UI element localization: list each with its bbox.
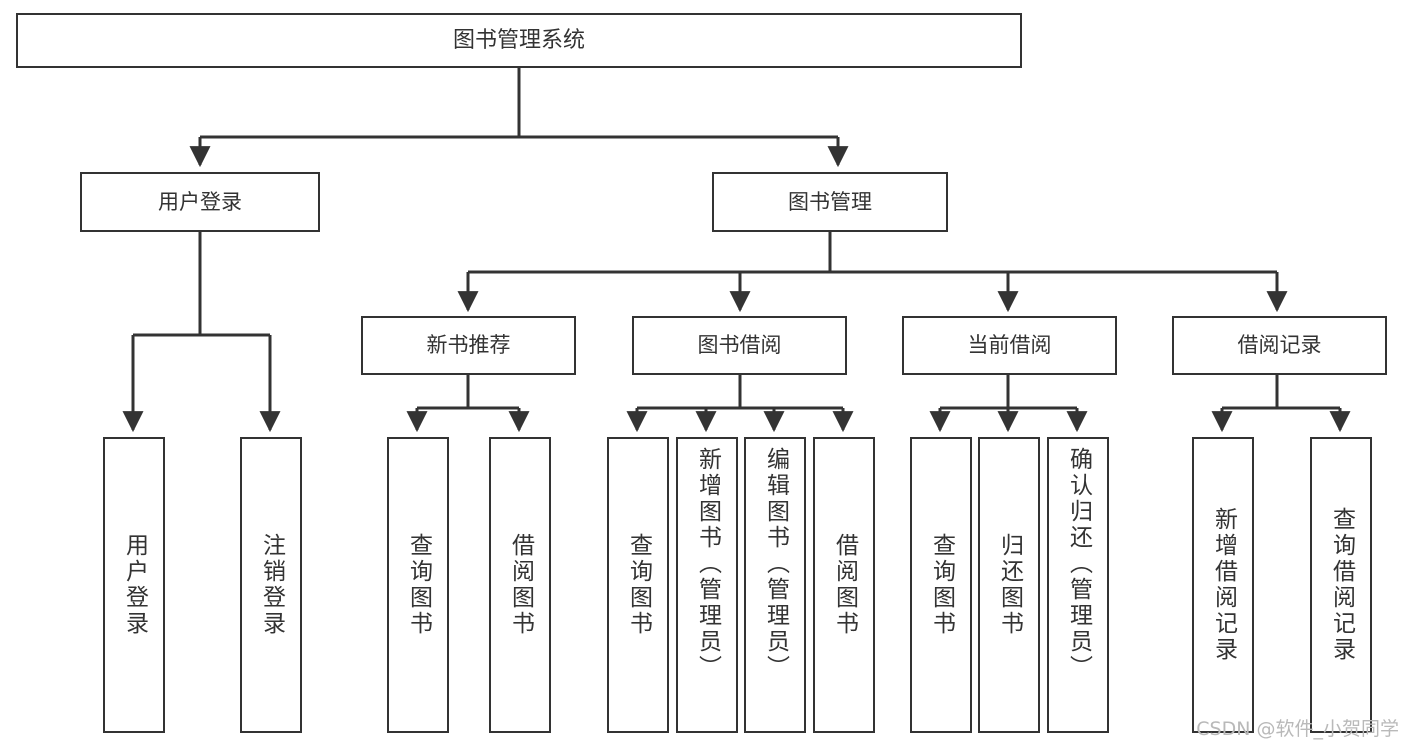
- node-label: 查询图书: [625, 533, 652, 637]
- leaf-query-book-borrow[interactable]: 查询图书: [607, 437, 669, 733]
- watermark-text: CSDN @软件_小贺同学: [1196, 718, 1399, 740]
- node-user-login[interactable]: 用户登录: [80, 172, 320, 232]
- leaf-query-book-current[interactable]: 查询图书: [910, 437, 972, 733]
- leaf-user-login[interactable]: 用户登录: [103, 437, 165, 733]
- leaf-query-book-recommend[interactable]: 查询图书: [387, 437, 449, 733]
- leaf-add-book-admin[interactable]: 新增图书（管理员）: [676, 437, 738, 733]
- leaf-user-logout[interactable]: 注销登录: [240, 437, 302, 733]
- node-label: 用户登录: [158, 189, 242, 214]
- node-label: 借阅图书: [831, 533, 858, 637]
- node-label: 图书管理: [788, 189, 872, 214]
- node-label: 用户登录: [121, 533, 148, 637]
- node-label: 当前借阅: [967, 333, 1052, 358]
- node-label: 借阅图书: [507, 533, 534, 637]
- node-new-book-recommend[interactable]: 新书推荐: [361, 316, 576, 375]
- node-label: 归还图书: [996, 533, 1023, 637]
- leaf-confirm-return-admin[interactable]: 确认归还（管理员）: [1047, 437, 1109, 733]
- leaf-add-borrow-record[interactable]: 新增借阅记录: [1192, 437, 1254, 733]
- leaf-borrow-book[interactable]: 借阅图书: [813, 437, 875, 733]
- node-label: 图书管理系统: [452, 27, 585, 53]
- leaf-query-borrow-record[interactable]: 查询借阅记录: [1310, 437, 1372, 733]
- node-current-borrow[interactable]: 当前借阅: [902, 316, 1117, 375]
- node-label: 图书借阅: [697, 333, 782, 358]
- node-label: 注销登录: [258, 533, 285, 637]
- leaf-return-book[interactable]: 归还图书: [978, 437, 1040, 733]
- leaf-borrow-book-recommend[interactable]: 借阅图书: [489, 437, 551, 733]
- node-label: 新书推荐: [426, 333, 511, 358]
- node-label: 新增图书（管理员）: [694, 447, 721, 681]
- node-book-management[interactable]: 图书管理: [712, 172, 948, 232]
- node-book-borrow[interactable]: 图书借阅: [632, 316, 847, 375]
- node-label: 借阅记录: [1237, 333, 1322, 358]
- node-label: 查询借阅记录: [1328, 507, 1355, 663]
- node-label: 确认归还（管理员）: [1065, 447, 1092, 681]
- node-label: 查询图书: [405, 533, 432, 637]
- leaf-edit-book-admin[interactable]: 编辑图书（管理员）: [744, 437, 806, 733]
- node-borrow-record[interactable]: 借阅记录: [1172, 316, 1387, 375]
- node-label: 新增借阅记录: [1210, 507, 1237, 663]
- node-label: 查询图书: [928, 533, 955, 637]
- node-label: 编辑图书（管理员）: [762, 447, 789, 681]
- node-root-system[interactable]: 图书管理系统: [16, 13, 1022, 68]
